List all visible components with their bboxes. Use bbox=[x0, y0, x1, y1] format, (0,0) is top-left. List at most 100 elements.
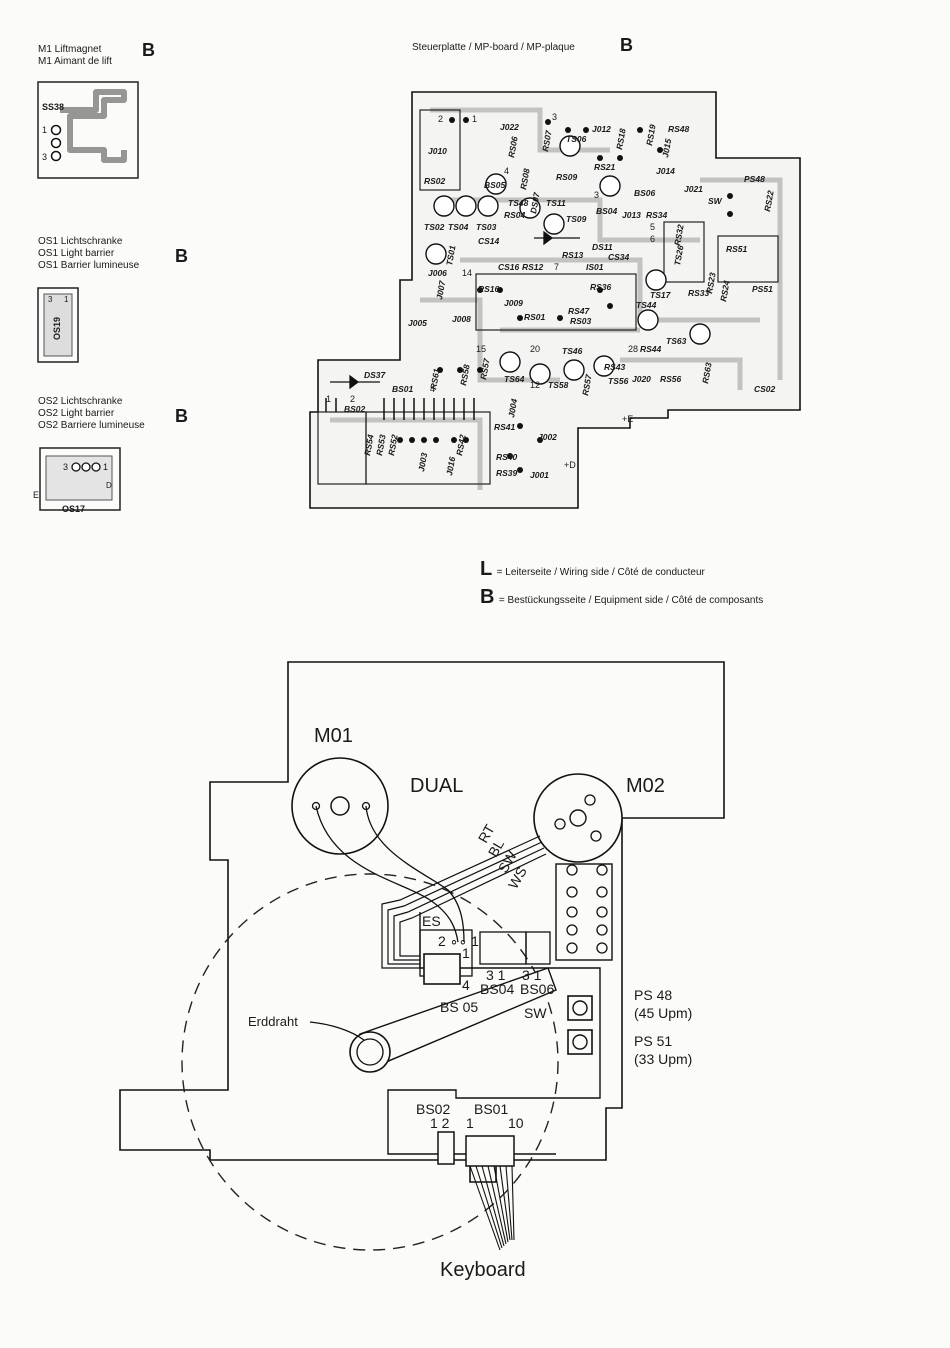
bs04-connector bbox=[479, 931, 527, 965]
component-label-ts46: TS46 bbox=[562, 346, 583, 356]
component-label-rs16: RS16 bbox=[478, 284, 500, 294]
wiring-labels-large: M01 DUAL M02 Keyboard bbox=[314, 725, 665, 1281]
board-num-1: 1 bbox=[472, 114, 477, 124]
component-label-rs57: RS57 bbox=[478, 356, 492, 380]
os2-board-label: OS17 bbox=[62, 504, 85, 514]
component-label-rs34: RS34 bbox=[646, 210, 668, 220]
os1-caption-line3: OS1 Barrier lumineuse bbox=[38, 260, 140, 271]
label-dual: DUAL bbox=[410, 775, 463, 797]
bs02-connector bbox=[437, 1131, 455, 1165]
component-label-bs02: BS02 bbox=[344, 404, 366, 414]
component-label-bs06: BS06 bbox=[634, 188, 656, 198]
component-label-ts26: TS26 bbox=[672, 244, 685, 266]
ic-is01-outline bbox=[475, 273, 637, 331]
board-num-5: 5 bbox=[650, 222, 655, 232]
bs01-connector bbox=[465, 1135, 515, 1167]
component-label-rs61: RS61 bbox=[428, 367, 442, 390]
component-label-bs05: BS05 bbox=[484, 180, 506, 190]
component-label-rs44: RS44 bbox=[640, 344, 662, 354]
label-bs05: BS 05 bbox=[440, 999, 478, 1015]
label-es: ES bbox=[422, 913, 441, 929]
wire-bl: BL bbox=[485, 836, 508, 859]
component-label-rs52: RS52 bbox=[386, 433, 400, 456]
component-label-rs53: RS53 bbox=[374, 433, 388, 456]
component-label-rs09: RS09 bbox=[556, 172, 578, 182]
board-num-3a: 3 bbox=[552, 112, 557, 122]
terminal-block bbox=[555, 863, 613, 961]
board-title: Steuerplatte / MP-board / MP-plaque bbox=[412, 42, 575, 53]
connector-bs01-outline bbox=[365, 411, 491, 485]
component-label-rs08: RS08 bbox=[518, 167, 532, 190]
label-pin4: 4 bbox=[462, 977, 470, 993]
rs32-outline bbox=[663, 221, 705, 283]
label-m02: M02 bbox=[626, 775, 665, 797]
component-label-j009: J009 bbox=[504, 298, 523, 308]
component-label-rs01: RS01 bbox=[524, 312, 546, 322]
component-label-rs24: RS24 bbox=[718, 279, 732, 302]
component-label-ts17: TS17 bbox=[650, 290, 672, 300]
board-num-15: 15 bbox=[476, 344, 486, 354]
m1-caption: M1 Liftmagnet M1 Aimant de lift bbox=[38, 44, 112, 68]
m1-caption-line1: M1 Liftmagnet bbox=[38, 44, 102, 55]
label-erddraht: Erddraht bbox=[248, 1014, 298, 1029]
component-label-ts09: TS09 bbox=[566, 214, 587, 224]
component-label-rs33: RS33 bbox=[688, 288, 710, 298]
component-label-rs12: RS12 bbox=[522, 262, 544, 272]
connector-pins bbox=[325, 398, 475, 420]
os2-side-letter: B bbox=[175, 406, 188, 426]
os2-pin-d: D bbox=[106, 481, 112, 490]
component-label-rs56: RS56 bbox=[660, 374, 682, 384]
board-num-14: 14 bbox=[462, 268, 472, 278]
os1-caption: OS1 Lichtschranke OS1 Light barrier OS1 … bbox=[38, 236, 139, 272]
component-label-rs63: RS63 bbox=[700, 361, 714, 384]
board-num-3b: 3 bbox=[594, 190, 599, 200]
board-side-letter: B bbox=[620, 35, 633, 55]
component-label-ts04: TS04 bbox=[448, 222, 469, 232]
component-label-rs21: RS21 bbox=[594, 162, 616, 172]
component-label-rs07: RS07 bbox=[540, 128, 554, 152]
component-label-rs43: RS43 bbox=[604, 362, 626, 372]
component-label-j004: J004 bbox=[506, 398, 519, 419]
board-num-7: 7 bbox=[554, 262, 559, 272]
legend-b: B = Bestückungsseite / Equipment side / … bbox=[480, 586, 763, 609]
label-bs04-pins: 3 1 bbox=[486, 967, 506, 983]
bs06-connector bbox=[525, 931, 551, 965]
component-label-j006: J006 bbox=[428, 268, 447, 278]
label-ps48: PS 48 bbox=[634, 987, 672, 1003]
component-label-j001: J001 bbox=[530, 470, 549, 480]
board-num-2: 2 bbox=[438, 114, 443, 124]
label-bs04: BS04 bbox=[480, 981, 514, 997]
component-label-sw: SW bbox=[708, 196, 723, 206]
component-label-ts11: TS11 bbox=[546, 198, 566, 208]
m1-board: SS38 1 3 bbox=[37, 81, 139, 179]
label-sw: SW bbox=[524, 1005, 547, 1021]
os1-caption-line1: OS1 Lichtschranke bbox=[38, 236, 123, 247]
m1-caption-line2: M1 Aimant de lift bbox=[38, 56, 112, 67]
wire-bundle bbox=[381, 835, 547, 969]
mp-board-transistors bbox=[425, 135, 711, 385]
component-label-ts56: TS56 bbox=[608, 376, 629, 386]
component-label-rs47: RS47 bbox=[568, 306, 591, 316]
os1-board: OS19 3 1 bbox=[37, 287, 79, 363]
motor-m01-shaft bbox=[330, 796, 350, 816]
component-label-j010: J010 bbox=[428, 146, 447, 156]
component-label-rs39: RS39 bbox=[496, 468, 518, 478]
component-label-ps48: PS48 bbox=[744, 174, 765, 184]
component-label-ts06: TS06 bbox=[566, 134, 587, 144]
label-es-pins: 2 ∘∘ 1 bbox=[438, 933, 479, 949]
mp-board-numbers: 2 1 3 4 5 6 7 14 15 20 28 12 3 4 2 1 +E … bbox=[326, 112, 655, 470]
component-label-rs23: RS23 bbox=[704, 271, 718, 294]
component-label-rs51: RS51 bbox=[726, 244, 748, 254]
component-label-bs01: BS01 bbox=[392, 384, 414, 394]
component-label-j005: J005 bbox=[408, 318, 427, 328]
board-num-20: 20 bbox=[530, 344, 540, 354]
component-label-rs22: RS22 bbox=[762, 189, 776, 212]
component-label-rs18: RS18 bbox=[614, 127, 628, 150]
ps51-pot bbox=[567, 1029, 593, 1055]
component-label-rs54: RS54 bbox=[362, 433, 376, 456]
diode-ds37 bbox=[330, 374, 380, 390]
board-num-4a: 4 bbox=[504, 166, 509, 176]
bs05-connector bbox=[423, 953, 461, 985]
